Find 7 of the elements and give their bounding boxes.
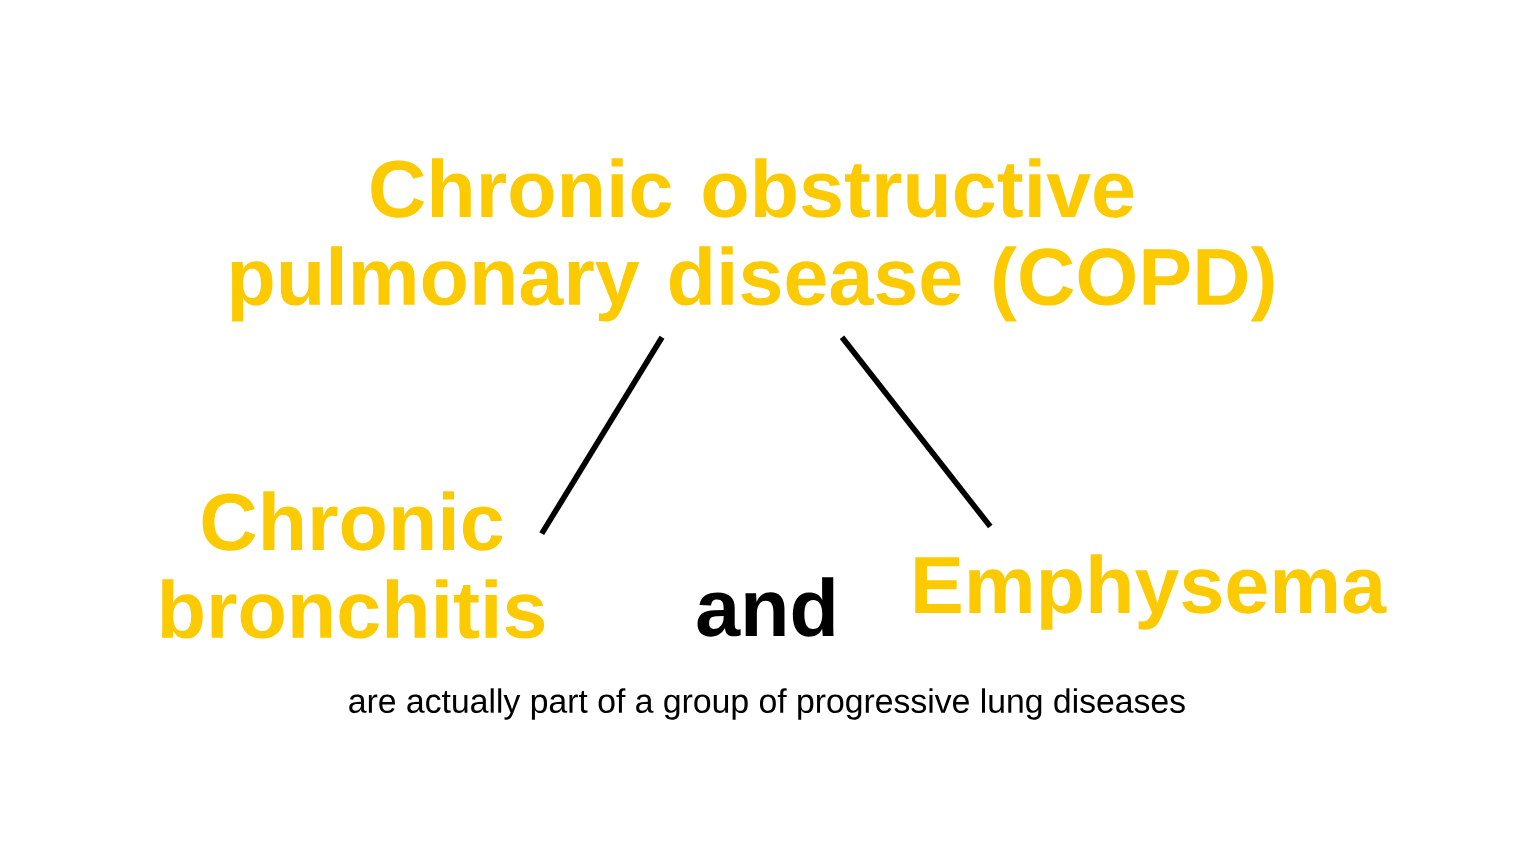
heading-text: Chronic obstructive pulmonary disease (COPD) (231, 158, 1274, 322)
connecting-word: and (697, 577, 834, 637)
connector-line (839, 335, 993, 529)
heading-text: Emphysema (915, 554, 1387, 630)
heading-text: Chronic bronchitis (162, 491, 545, 639)
caption-text: are actually part of a group of progressive lung diseases (349, 688, 1185, 720)
connector-line (539, 335, 665, 536)
